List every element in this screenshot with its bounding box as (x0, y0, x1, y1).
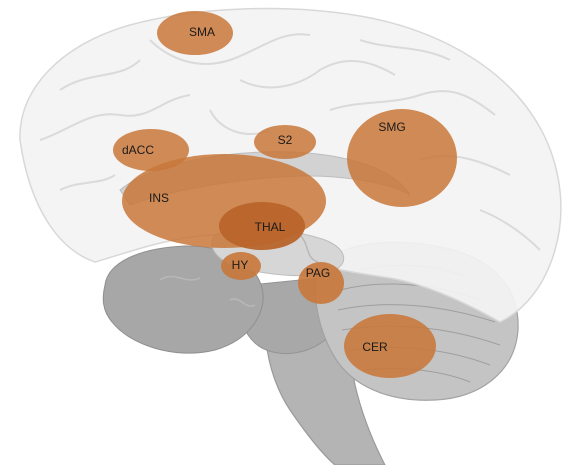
region-hy[interactable]: HY (221, 252, 261, 280)
brain-regions: SMA dACC S2 SMG INS THAL (113, 11, 457, 378)
region-label-hy: HY (232, 258, 249, 272)
region-label-smg: SMG (378, 120, 405, 134)
region-label-dacc: dACC (122, 143, 154, 157)
region-thal[interactable]: THAL (219, 202, 305, 250)
region-label-cer: CER (362, 340, 388, 354)
region-pag[interactable]: PAG (298, 262, 344, 304)
region-sma[interactable]: SMA (157, 11, 233, 55)
region-label-thal: THAL (255, 220, 286, 234)
temporal-lobe (102, 245, 264, 354)
region-label-ins: INS (149, 191, 169, 205)
region-cer[interactable]: CER (344, 314, 436, 378)
region-dacc[interactable]: dACC (113, 129, 189, 171)
region-label-sma: SMA (189, 25, 215, 39)
region-label-pag: PAG (306, 266, 330, 280)
midline-lines (159, 234, 319, 307)
region-s2[interactable]: S2 (254, 125, 316, 159)
region-label-s2: S2 (278, 133, 293, 147)
region-smg[interactable]: SMG (347, 109, 457, 207)
